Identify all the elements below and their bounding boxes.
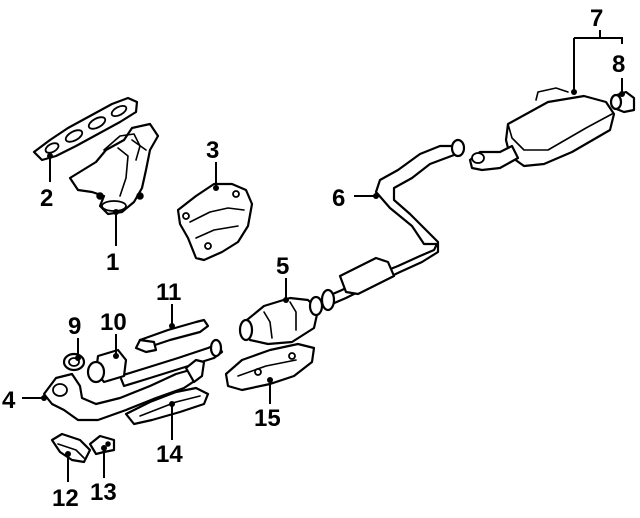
tail-pipe-tip bbox=[609, 90, 636, 114]
catalytic-converter bbox=[238, 295, 324, 346]
callout-6: 6 bbox=[332, 185, 345, 212]
converter-heat-shield bbox=[224, 342, 316, 392]
callout-labels: 1 2 3 4 5 6 7 8 9 10 11 12 13 14 15 bbox=[2, 5, 625, 512]
pipe-heat-shield bbox=[124, 386, 210, 426]
callout-8: 8 bbox=[612, 51, 625, 78]
manifold-gasket bbox=[32, 96, 139, 162]
exhaust-manifold bbox=[68, 122, 160, 216]
intermediate-pipe bbox=[320, 138, 466, 312]
manifold-heat-shield bbox=[176, 182, 254, 262]
leader-lines bbox=[22, 30, 625, 482]
exhaust-gasket bbox=[62, 352, 86, 372]
callout-10: 10 bbox=[100, 309, 127, 336]
callout-3: 3 bbox=[206, 137, 219, 164]
lower-heat-shield bbox=[50, 432, 92, 464]
callout-13: 13 bbox=[90, 479, 117, 506]
callout-9: 9 bbox=[68, 313, 81, 340]
callout-11: 11 bbox=[156, 279, 181, 306]
seal-ring bbox=[86, 348, 128, 384]
callout-4: 4 bbox=[2, 387, 16, 414]
front-pipe bbox=[118, 318, 224, 388]
muffler bbox=[468, 87, 616, 172]
callout-2: 2 bbox=[40, 185, 53, 212]
callout-14: 14 bbox=[156, 441, 183, 468]
callout-12: 12 bbox=[52, 485, 79, 512]
pipe-bracket bbox=[88, 434, 116, 456]
callout-7: 7 bbox=[590, 5, 603, 32]
callout-1: 1 bbox=[106, 249, 119, 276]
callout-15: 15 bbox=[254, 405, 281, 432]
callout-5: 5 bbox=[276, 253, 289, 280]
front-exhaust-pipe bbox=[42, 358, 206, 422]
